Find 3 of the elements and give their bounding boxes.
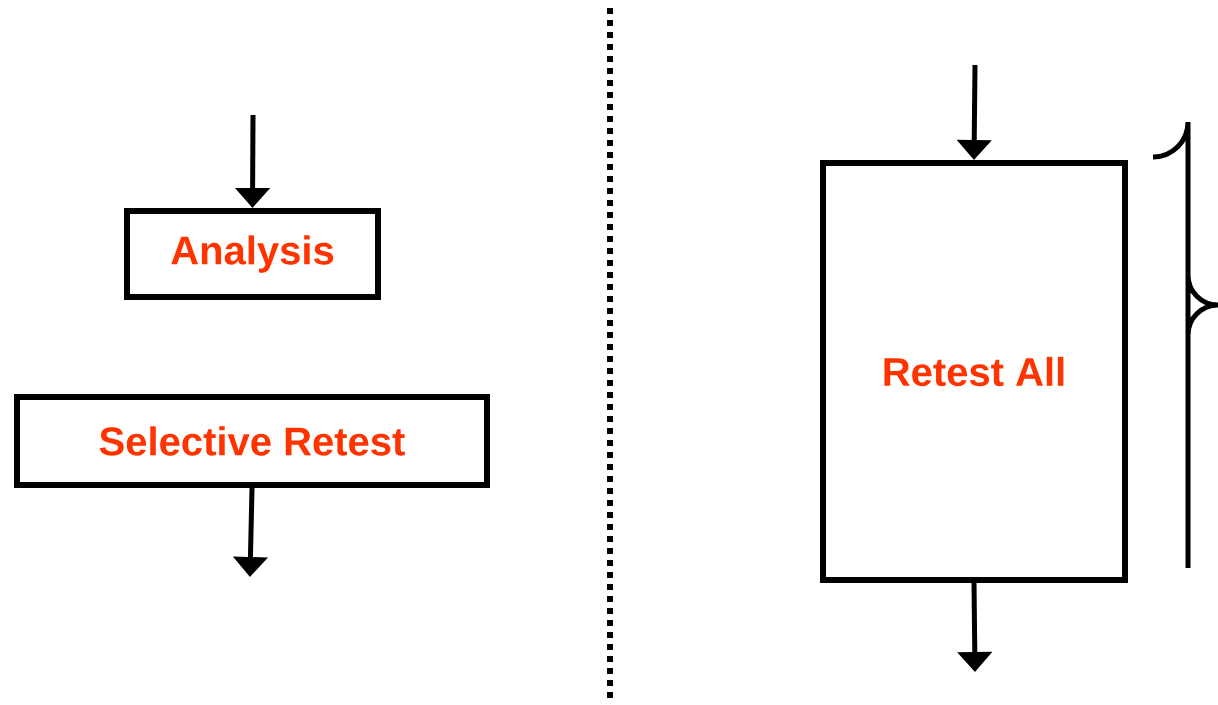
process-box: Selective Retest <box>14 394 490 488</box>
process-box: Retest All <box>820 160 1128 583</box>
process-box: Analysis <box>124 208 381 300</box>
